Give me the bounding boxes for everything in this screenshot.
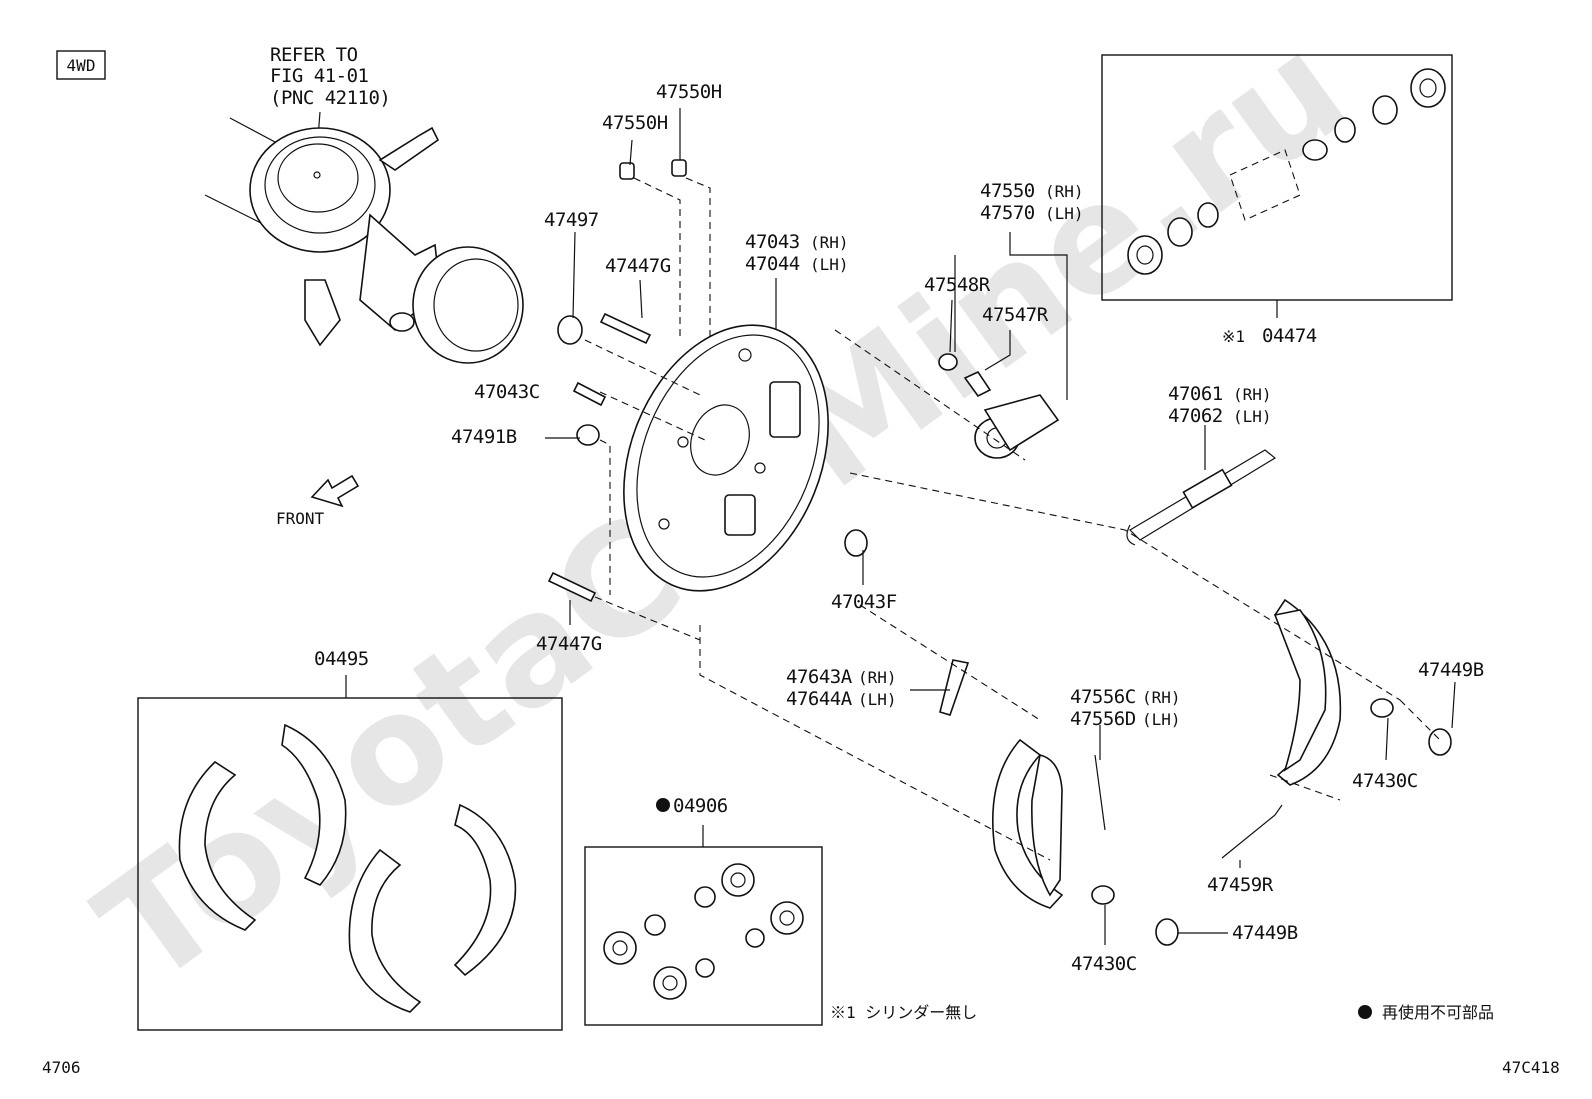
label-04495: 04495 [314,648,369,670]
leader-lines [545,108,1456,945]
label-47550h-top: 47550H [656,81,722,103]
shoe-set-box [137,675,563,1031]
label-47447g-bottom: 47447G [536,633,602,655]
label-04474: 04474 [1262,325,1317,347]
label-47548r: 47548R [924,274,991,296]
label-47570-lh: (LH) [1045,204,1084,223]
label-47043f: 47043F [831,591,897,613]
assembly-lines [584,177,1441,861]
label-47043: 47043 [745,231,800,253]
brake-shoe-right-drawing [1273,598,1342,786]
label-47449b-right: 47449B [1418,659,1484,681]
footer-figure-code: 47C418 [1502,1058,1560,1077]
label-47547r: 47547R [982,304,1049,326]
refer-line-1: REFER TO [270,44,358,66]
badge-4wd: 4WD [56,50,106,80]
front-arrow: FRONT [276,474,360,528]
non-reusable-dot [656,798,670,812]
label-47550-rh: (RH) [1045,182,1084,201]
cylinder-kit-box [1101,54,1453,318]
label-47644a: 47644A [786,688,853,710]
label-47497: 47497 [544,209,599,231]
label-47491b: 47491B [451,426,517,448]
label-47550: 47550 [980,180,1035,202]
label-47556c: 47556C [1070,686,1136,708]
label-47556c-rh: (RH) [1142,688,1181,707]
refer-line-2: FIG 41-01 [270,65,369,87]
footer-page-code: 4706 [42,1058,81,1077]
label-47556d: 47556D [1070,708,1136,730]
label-47061-rh: (RH) [1233,385,1272,404]
backing-plate-drawing [623,324,829,592]
part-labels: 47550H 47550H 47497 47447G 47043 (RH) 47… [314,81,1484,975]
label-47430c-bottom: 47430C [1071,953,1137,975]
label-47062: 47062 [1168,405,1223,427]
wheel-cylinder-drawing [938,353,1060,459]
label-47061: 47061 [1168,383,1223,405]
label-47044-lh: (LH) [810,255,849,274]
label-47643a: 47643A [786,666,853,688]
label-47644a-lh: (LH) [858,690,897,709]
legend-text: 再使用不可部品 [1382,1003,1494,1022]
badge-text: 4WD [67,56,96,75]
brake-shoe-bottom-drawing [992,738,1064,909]
small-parts-drawing [547,159,1452,946]
axle-housing-drawing [204,117,524,364]
refer-line-3: (PNC 42110) [270,87,390,109]
front-label: FRONT [276,509,325,528]
cup-kit-box [584,825,823,1026]
label-47447g-top: 47447G [605,255,671,277]
label-47459r: 47459R [1207,874,1274,896]
label-47043c: 47043C [474,381,540,403]
label-47062-lh: (LH) [1233,407,1272,426]
label-47570: 47570 [980,202,1035,224]
label-47449b-bottom: 47449B [1232,922,1298,944]
adjuster-drawing [1126,449,1277,546]
label-47430c-right: 47430C [1352,770,1418,792]
legend-dot [1358,1005,1372,1019]
label-04906: 04906 [673,795,728,817]
label-47550h: 47550H [602,112,668,134]
label-47556d-lh: (LH) [1142,710,1181,729]
label-47643a-rh: (RH) [858,668,897,687]
legend: 再使用不可部品 [1358,1003,1494,1022]
note-no-cylinder: ※1 シリンダー無し [830,1003,977,1022]
refer-note: REFER TO FIG 41-01 (PNC 42110) [270,44,391,139]
label-04474-mark: ※1 [1222,327,1245,346]
label-47043-rh: (RH) [810,233,849,252]
label-47044: 47044 [745,253,800,275]
